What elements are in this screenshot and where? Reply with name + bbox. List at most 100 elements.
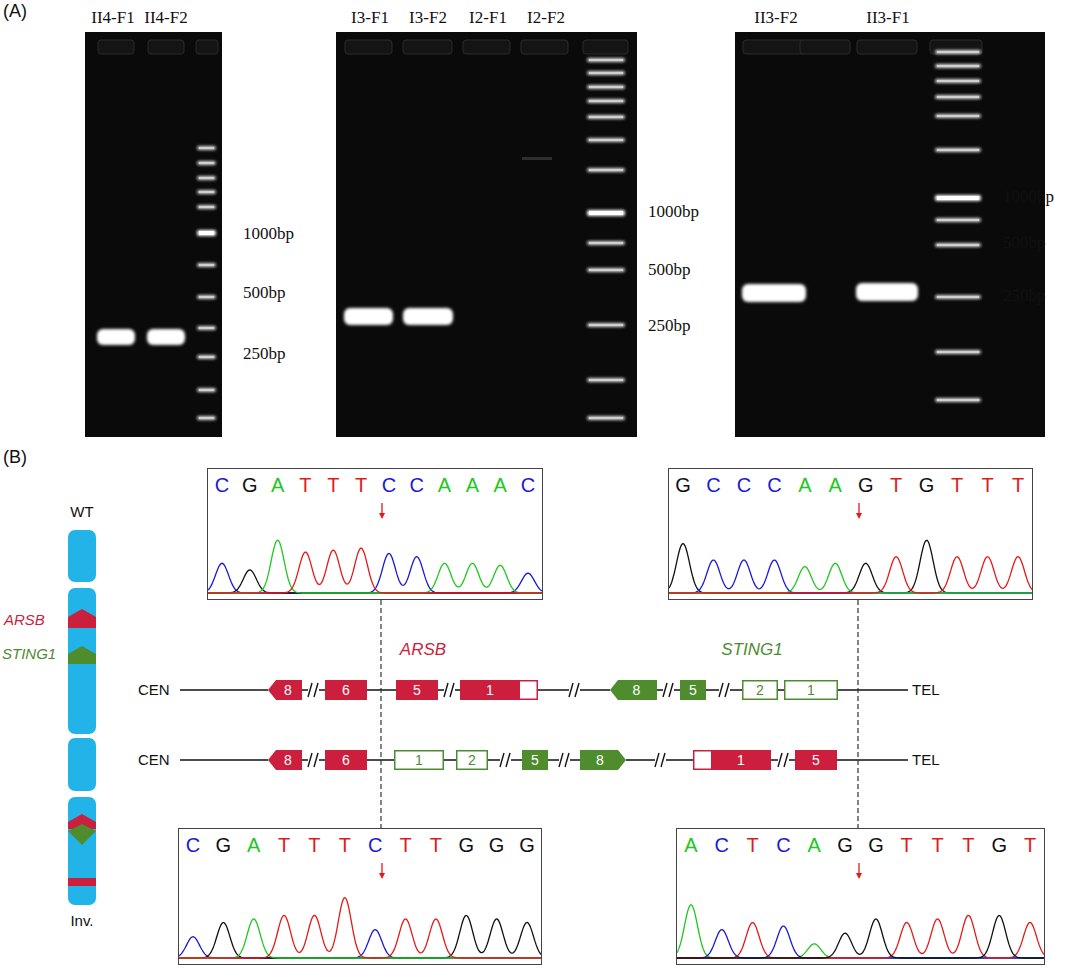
breakpoint-guide — [857, 600, 858, 828]
ladder-band — [937, 296, 979, 298]
exon-box: 8 — [610, 680, 657, 700]
sequence-chromatogram: ACTCAGGTTTGT — [676, 828, 1045, 965]
gene-marker — [68, 878, 96, 886]
gel-image — [735, 32, 1045, 437]
ladder-band — [199, 264, 214, 266]
ladder-band — [199, 389, 214, 391]
chromatogram-trace — [179, 829, 541, 964]
chromatogram-trace — [677, 829, 1044, 964]
ladder-band — [589, 116, 623, 118]
gel-well — [463, 40, 510, 54]
ladder-band — [937, 115, 979, 117]
gene-label: STING1 — [2, 645, 56, 662]
base-letter: A — [494, 474, 507, 496]
utr-exon — [457, 751, 488, 770]
lane-label: II4-F1 — [91, 8, 134, 28]
exon-shape — [460, 680, 538, 700]
exon-arrow — [610, 680, 657, 700]
break-mark — [655, 753, 666, 767]
base-letter: T — [308, 834, 320, 856]
base-letter: T — [355, 474, 367, 496]
base-letter: G — [868, 834, 884, 856]
base-letter: T — [951, 474, 963, 496]
dna-band — [745, 287, 803, 299]
base-trace — [208, 553, 542, 593]
exon-number: 2 — [756, 683, 764, 697]
break-mark — [719, 683, 730, 697]
end-label: TEL — [912, 681, 940, 698]
exon-number: 1 — [807, 683, 815, 697]
sequence-chromatogram: CGATTTCCAAAC — [207, 468, 543, 600]
ladder-band — [199, 417, 214, 419]
dna-band-glow — [742, 284, 806, 302]
base-trace — [179, 898, 541, 958]
gel-well — [345, 40, 392, 54]
gene-marker — [68, 824, 96, 845]
exon-box: 1 — [394, 750, 444, 770]
ladder-band — [937, 219, 979, 221]
gel-well — [521, 40, 568, 54]
exon-box: 5 — [522, 750, 548, 770]
ladder-band — [935, 64, 981, 68]
exon-box: 8 — [268, 680, 302, 700]
exon-box: 6 — [325, 750, 367, 770]
base-letter: T — [430, 834, 442, 856]
base-letter: G — [489, 834, 505, 856]
chromosome-arm — [68, 588, 96, 734]
lane-label: I2-F1 — [469, 8, 507, 28]
ladder-band — [937, 149, 979, 151]
ladder-band — [589, 242, 623, 244]
base-trace — [208, 548, 542, 593]
coding-exon — [325, 750, 367, 770]
size-marker: 500bp — [1003, 233, 1046, 253]
ladder-band — [587, 138, 625, 142]
base-letter: C — [776, 834, 790, 856]
dna-band — [347, 311, 390, 322]
exon-box: 1 — [784, 680, 838, 700]
base-trace — [208, 540, 542, 593]
intron-line — [778, 689, 784, 691]
base-letter: C — [215, 474, 229, 496]
ladder-band — [199, 327, 214, 329]
base-trace — [179, 919, 541, 958]
dna-band-glow — [344, 308, 393, 325]
ladder-band — [589, 72, 623, 74]
break-mark — [308, 753, 319, 767]
base-trace — [677, 916, 1044, 959]
ladder-band — [587, 210, 625, 216]
ladder-band — [197, 230, 216, 236]
end-label: TEL — [912, 751, 940, 768]
ladder-band — [197, 295, 216, 299]
end-label: CEN — [138, 751, 170, 768]
gel-well — [857, 40, 917, 54]
ladder-band — [199, 147, 214, 149]
gene-backbone — [180, 690, 908, 760]
break-mark — [559, 753, 570, 767]
base-letter: C — [737, 474, 751, 496]
size-marker: 500bp — [243, 283, 286, 303]
ladder-band — [587, 58, 625, 62]
dna-band-glow — [147, 329, 185, 345]
base-trace — [669, 563, 1032, 593]
ladder-band — [589, 86, 623, 88]
chromosome-arm — [68, 797, 96, 905]
chromosome-arm — [68, 738, 96, 791]
gel-well — [98, 40, 134, 54]
chromatogram-trace — [208, 469, 542, 599]
base-letter: G — [919, 474, 935, 496]
gel-well — [800, 40, 850, 54]
sequence-chromatogram: GCCCAAGTGTTT — [668, 468, 1033, 600]
breakpoint-arrow — [379, 513, 385, 519]
ladder-band — [197, 355, 216, 359]
ladder-band — [587, 378, 625, 382]
ladder-band — [199, 231, 214, 235]
base-trace — [669, 557, 1032, 593]
base-letter: T — [299, 474, 311, 496]
size-marker: 1000bp — [243, 224, 294, 244]
breakpoint-arrow — [856, 873, 862, 879]
ladder-band — [935, 243, 981, 247]
dna-band — [150, 332, 182, 342]
base-letter: T — [981, 474, 993, 496]
base-letter: T — [1024, 834, 1036, 856]
gel-well — [196, 40, 218, 54]
